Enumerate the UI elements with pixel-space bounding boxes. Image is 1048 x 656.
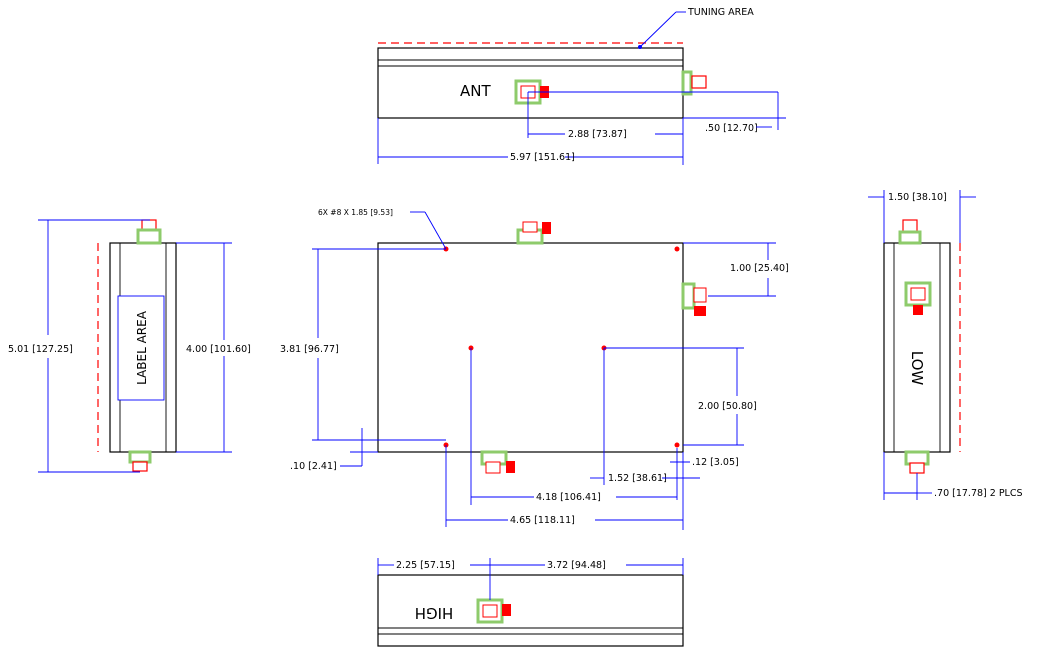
dim-bottom-right: 3.72 [94.48] [547, 560, 606, 571]
front-right-connector [681, 282, 707, 316]
dim-top-width: 5.97 [151.61] [510, 152, 575, 163]
right-view: LOW 1.50 [38.10] .70 [17.78] 2 PLCS [868, 190, 1023, 500]
high-label: HIGH [415, 604, 454, 622]
left-top-connector [136, 219, 162, 245]
bottom-view: HIGH 2.25 [57.15] 3.72 [94.48] [377, 558, 684, 647]
low-label: LOW [908, 351, 926, 386]
hole-callout: 6X #8 X 1.85 [9.53] [318, 208, 393, 217]
left-bottom-connector [128, 450, 152, 472]
right-bottom-connector [904, 450, 930, 474]
dim-hole-offset: 2.00 [50.80] [698, 401, 757, 412]
front-top-connector [516, 221, 551, 245]
dim-right-connector: .70 [17.78] 2 PLCS [934, 488, 1023, 499]
dim-top-height: .50 [12.70] [705, 123, 758, 134]
left-view: LABEL AREA 5.01 [127.25] 4.00 [101.60] [8, 219, 251, 473]
dim-hole-height: 3.81 [96.77] [280, 344, 339, 355]
dim-front-edge2: .12 [3.05] [692, 457, 739, 468]
high-connector [476, 598, 511, 624]
dim-front-overall: 4.65 [118.11] [510, 515, 575, 526]
front-bottom-connector [480, 450, 515, 474]
low-connector [904, 281, 932, 315]
label-area-box [117, 295, 165, 401]
ant-label: ANT [460, 82, 491, 100]
front-view: 6X #8 X 1.85 [9.53] 3.81 [96.77] .10 [2.… [280, 208, 789, 530]
mounting-hole [674, 246, 680, 252]
dim-bottom-left: 2.25 [57.15] [396, 560, 455, 571]
dim-ant-connector: 2.88 [73.87] [568, 129, 627, 140]
dim-connector-offset: 1.00 [25.40] [730, 263, 789, 274]
dim-front-edge: .10 [2.41] [290, 461, 337, 472]
dim-left-body: 4.00 [101.60] [186, 344, 251, 355]
mounting-hole [674, 442, 680, 448]
dim-right-width: 1.50 [38.10] [888, 192, 947, 203]
top-view-body [377, 47, 684, 119]
top-view: ANT TUNING AREA 2.88 [73.87] .50 [12.70] [377, 7, 786, 165]
ant-side-connector [681, 70, 707, 96]
tuning-area-callout: TUNING AREA [687, 7, 754, 18]
dim-left-overall: 5.01 [127.25] [8, 344, 73, 355]
front-view-body [377, 242, 684, 453]
dim-hole-spacing: 4.18 [106.41] [536, 492, 601, 503]
right-top-connector [898, 219, 922, 245]
label-area-text: LABEL AREA [135, 310, 149, 385]
dim-small-offset: 1.52 [38.61] [608, 473, 667, 484]
right-view-body [883, 242, 951, 453]
